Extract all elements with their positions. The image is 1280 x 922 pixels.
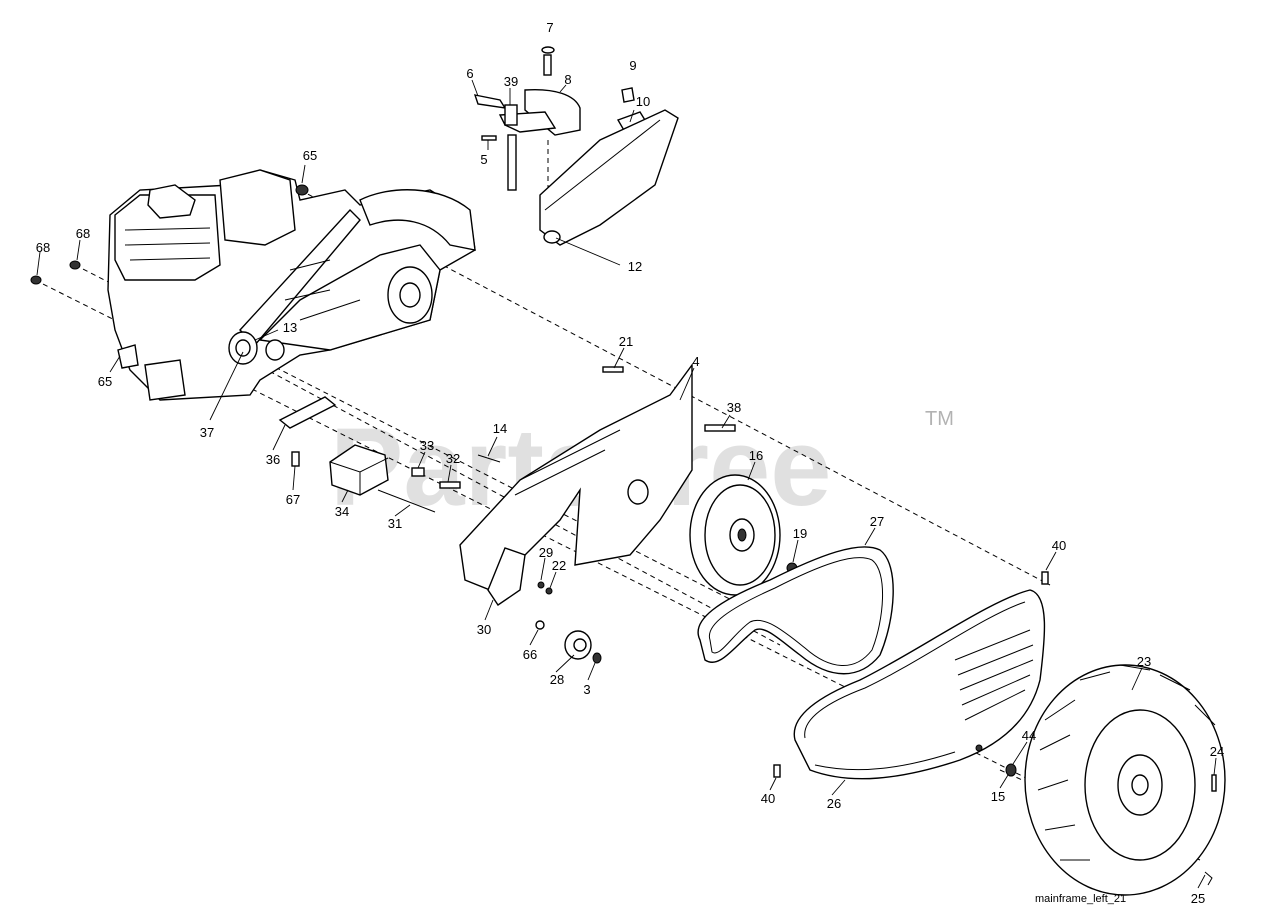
pulley-16 (689, 474, 798, 596)
callout-24: 24 (1210, 744, 1224, 759)
callout-27: 27 (870, 514, 884, 529)
belt-cover-26 (793, 589, 1046, 780)
engine-frame-assembly (107, 169, 476, 401)
callout-21: 21 (619, 334, 633, 349)
callout-68-right: 68 (76, 226, 90, 241)
callout-33: 33 (420, 438, 434, 453)
watermark-trademark: TM (925, 408, 954, 430)
left-hardware (30, 184, 461, 513)
callout-4: 4 (692, 354, 699, 369)
callout-15: 15 (991, 789, 1005, 804)
callout-66: 66 (523, 647, 537, 662)
callout-26: 26 (827, 796, 841, 811)
callout-25: 25 (1191, 891, 1205, 906)
callout-38: 38 (727, 400, 741, 415)
callout-12: 12 (628, 259, 642, 274)
callout-40-bottom: 40 (761, 791, 775, 806)
top-shield-assembly (473, 46, 679, 246)
leader-lines (36, 79, 1217, 889)
wheel-tire-23 (1005, 664, 1226, 896)
callout-29: 29 (539, 545, 553, 560)
callout-65-top: 65 (303, 148, 317, 163)
callout-44: 44 (1022, 728, 1036, 743)
callout-32: 32 (446, 451, 460, 466)
callout-8: 8 (564, 72, 571, 87)
belt-guard-plate (459, 362, 736, 606)
callout-6: 6 (466, 66, 473, 81)
callout-39: 39 (504, 74, 518, 89)
callout-36: 36 (266, 452, 280, 467)
callout-67: 67 (286, 492, 300, 507)
callout-40-top: 40 (1052, 538, 1066, 553)
callout-37: 37 (200, 425, 214, 440)
callout-14: 14 (493, 421, 507, 436)
small-pulley-28 (535, 620, 602, 664)
callout-68-left: 68 (36, 240, 50, 255)
drive-belt-27 (697, 546, 894, 675)
callout-13: 13 (283, 320, 297, 335)
callout-30: 30 (477, 622, 491, 637)
callout-3: 3 (583, 682, 590, 697)
callout-65-bottom: 65 (98, 374, 112, 389)
callout-22: 22 (552, 558, 566, 573)
callout-19: 19 (793, 526, 807, 541)
callout-23: 23 (1137, 654, 1151, 669)
callout-9: 9 (629, 58, 636, 73)
callout-7: 7 (546, 20, 553, 35)
callout-34: 34 (335, 504, 349, 519)
figure-reference: mainframe_left_21 (1035, 893, 1126, 905)
bolts-40 (773, 571, 1049, 778)
callout-labels: 7 9 6 39 8 10 5 12 65 68 68 13 65 37 21 … (36, 20, 1224, 906)
callout-31: 31 (388, 516, 402, 531)
callout-16: 16 (749, 448, 763, 463)
callout-28: 28 (550, 672, 564, 687)
callout-10: 10 (636, 94, 650, 109)
callout-5: 5 (480, 152, 487, 167)
